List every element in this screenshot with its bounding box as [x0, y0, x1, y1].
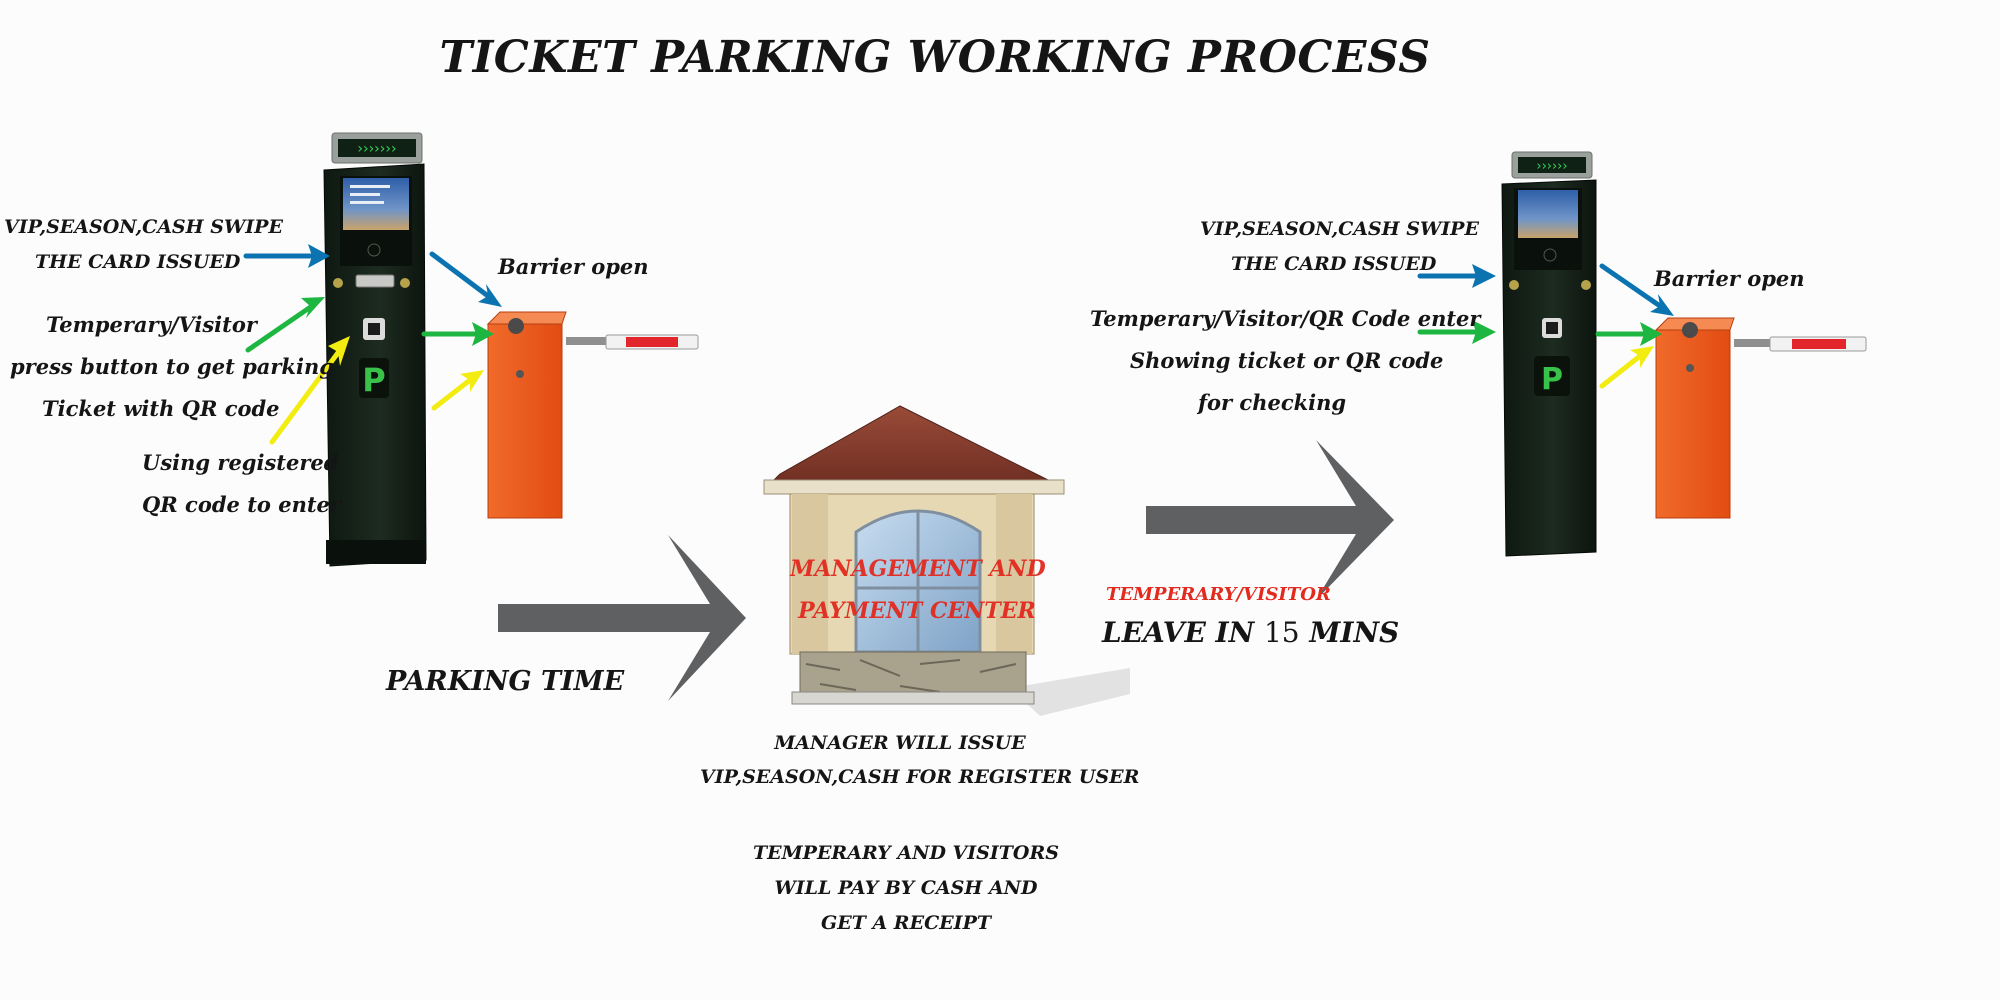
manager-note-line1: MANAGER WILL ISSUE	[774, 732, 1026, 754]
management-booth	[763, 405, 1130, 716]
payment-note-line2: WILL PAY BY CASH AND	[774, 877, 1038, 899]
exit-kiosk-p-logo-box	[1534, 356, 1570, 396]
entry-barrier-gate	[486, 311, 699, 519]
entry-visitor-label-line1: Temperary/Visitor	[46, 312, 257, 337]
exit-visitor-label-line1: Temperary/Visitor/QR Code enter	[1090, 306, 1481, 331]
exit-card-label-line1: VIP,SEASON,CASH SWIPE	[1200, 218, 1479, 240]
entry-kiosk-led-chevrons: ›››››››	[357, 141, 396, 157]
exit-leave-minutes: 15	[1263, 616, 1300, 649]
exit-barrier-body	[1655, 329, 1731, 519]
payment-note-line3: GET A RECEIPT	[820, 912, 991, 934]
entry-card-label-line2: THE CARD ISSUED	[35, 251, 241, 273]
entry-barrier-blue-arrow	[429, 251, 491, 299]
booth-label-line2: PAYMENT CENTER	[798, 598, 1036, 624]
exit-visitor-label-line2: Showing ticket or QR code	[1130, 348, 1444, 373]
exit-kiosk-led-display	[1518, 157, 1586, 173]
exit-visitor-label-line3: for checking	[1198, 390, 1347, 415]
entry-registered-label-line1: Using registered	[142, 450, 339, 475]
booth-cornice	[763, 479, 1065, 495]
entry-registered-label-line2: QR code to enter	[142, 492, 341, 517]
manager-note-line2: VIP,SEASON,CASH FOR REGISTER USER	[700, 766, 1140, 788]
parking-time-label: PARKING TIME	[386, 666, 625, 697]
entry-ticket-kiosk: ››››››› P	[323, 132, 427, 567]
exit-leave-text-b: MINS	[1309, 616, 1400, 649]
pointer-arrows	[243, 244, 1674, 445]
entry-kiosk-p-logo-box	[359, 358, 389, 398]
entry-card-label-line1: VIP,SEASON,CASH SWIPE	[4, 216, 283, 238]
entry-barrier-open-label: Barrier open	[498, 254, 649, 279]
exit-barrier-open-label: Barrier open	[1654, 266, 1805, 291]
entry-qr-arrow	[269, 347, 343, 445]
exit-kiosk-p-logo: P	[1541, 362, 1563, 397]
exit-kiosk-led-chevrons: ››››››	[1536, 159, 1567, 174]
exit-temp-visitor-label: TEMPERARY/VISITOR	[1106, 584, 1331, 605]
entry-barrier-top	[486, 311, 567, 325]
payment-note-line1: TEMPERARY AND VISITORS	[753, 842, 1059, 864]
booth-shadow	[1010, 668, 1130, 716]
entry-visitor-label-line2: press button to get parking	[10, 354, 334, 379]
entry-kiosk-ticket-slot	[355, 274, 395, 288]
exit-barrier-yellow-arrow	[1599, 353, 1643, 389]
booth-label: MANAGEMENT AND PAYMENT CENTER	[790, 548, 1046, 632]
exit-leave-text-a: LEAVE IN	[1102, 616, 1255, 649]
exit-barrier-blue-arrow	[1599, 263, 1663, 309]
entry-kiosk-reader-icon	[367, 243, 381, 257]
exit-barrier-gate	[1654, 317, 1867, 519]
exit-leave-label: LEAVE IN 15 MINS	[1102, 616, 1399, 649]
exit-kiosk-reader-icon	[1543, 248, 1557, 262]
exit-kiosk-screen	[1518, 190, 1578, 238]
page-title: TICKET PARKING WORKING PROCESS	[439, 32, 1431, 83]
entry-visitor-arrow	[245, 303, 315, 353]
entry-visitor-label-line3: Ticket with QR code	[42, 396, 280, 421]
exit-card-label-line2: THE CARD ISSUED	[1231, 253, 1437, 275]
exit-barrier-lamp-icon	[1682, 322, 1698, 338]
booth-platform	[791, 691, 1035, 705]
flow-arrow-parking-time	[498, 535, 746, 701]
booth-roof	[766, 405, 1061, 487]
entry-barrier-lamp-icon	[508, 318, 524, 334]
entry-barrier-yellow-arrow	[431, 377, 473, 411]
entry-kiosk-led-display	[338, 139, 416, 157]
flow-arrow-exit	[1146, 440, 1394, 600]
entry-kiosk-p-logo: P	[362, 361, 385, 399]
exit-ticket-kiosk: ›››››› P	[1501, 151, 1597, 557]
booth-label-line1: MANAGEMENT AND	[790, 556, 1046, 582]
entry-barrier-body	[487, 323, 563, 519]
